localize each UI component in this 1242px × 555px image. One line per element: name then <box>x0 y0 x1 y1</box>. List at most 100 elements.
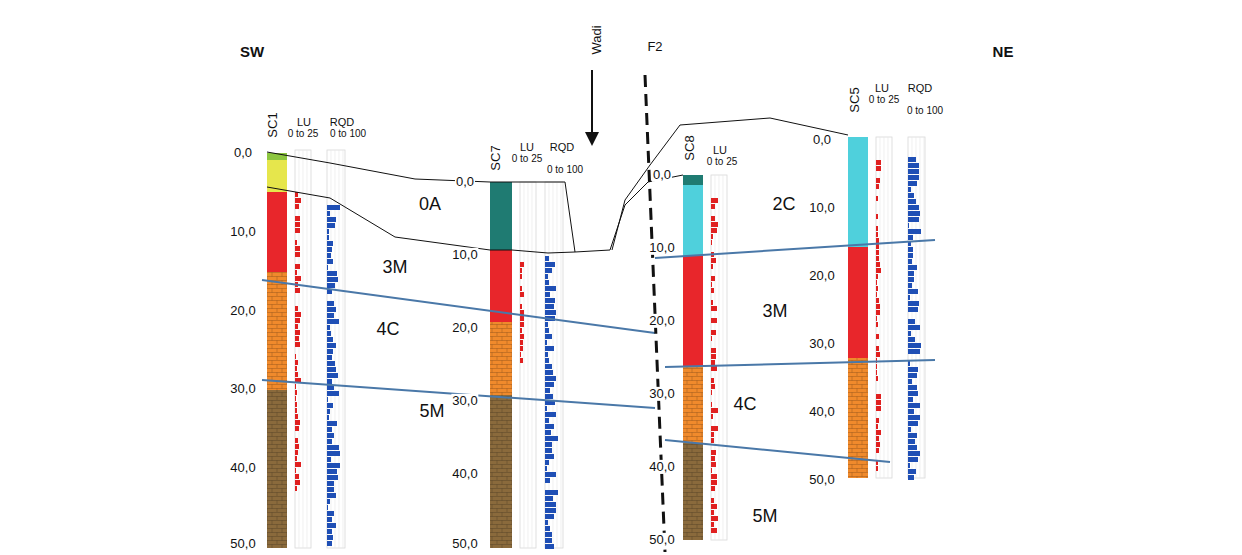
log-bar <box>711 318 717 323</box>
log-bar <box>876 316 877 321</box>
track-header: 0 to 100 <box>330 128 366 139</box>
log-bar <box>545 280 549 285</box>
depth-label: 50,0 <box>648 533 675 547</box>
log-bar <box>295 486 297 491</box>
log-bar <box>327 229 329 234</box>
log-bar <box>545 322 548 327</box>
unit-label-holder: 3M <box>762 302 787 322</box>
log-bar <box>520 304 522 309</box>
log-bar <box>545 406 547 411</box>
unit-boundary <box>262 380 655 408</box>
borehole-name-holder: SC7 <box>489 145 503 170</box>
log-bar <box>711 504 717 509</box>
log-bar <box>295 198 301 203</box>
borehole-columns <box>267 137 868 548</box>
log-bar <box>295 336 299 341</box>
log-bar <box>295 288 300 293</box>
log-bar <box>908 235 913 240</box>
track-header-holder: 0 to 25 <box>288 128 319 139</box>
log-bar <box>327 301 334 306</box>
track-header-holder: LU <box>713 144 727 156</box>
log-bar <box>908 337 915 342</box>
log-bar <box>545 334 552 339</box>
track-header: RQD <box>550 141 574 153</box>
log-bar <box>711 384 715 389</box>
log-bar <box>295 246 300 251</box>
log-bar <box>876 262 880 267</box>
log-bar <box>295 312 301 317</box>
log-bar <box>908 373 917 378</box>
log-bar <box>327 529 332 534</box>
log-bar <box>520 328 522 333</box>
depth-label: 40,0 <box>808 405 835 419</box>
log-bar <box>327 379 332 384</box>
unit-label-holder: 4C <box>376 320 399 340</box>
depth-label-holder: 30,0 <box>451 394 478 408</box>
log-bar <box>327 433 334 438</box>
log-bar <box>327 325 330 330</box>
lithology-segment <box>683 256 703 366</box>
track-frame <box>520 182 536 548</box>
log-bar <box>876 274 878 279</box>
depth-label: 20,0 <box>451 321 478 335</box>
log-bar <box>295 390 297 395</box>
log-bar <box>327 211 330 216</box>
log-bar <box>908 193 914 198</box>
lithology-texture <box>267 390 287 548</box>
track-frame <box>327 150 345 548</box>
log-bar <box>908 397 913 402</box>
log-bar <box>876 166 881 171</box>
track-header-holder: LU <box>520 141 534 153</box>
log-bar <box>545 340 547 345</box>
log-bar <box>295 414 298 419</box>
log-bar <box>908 325 920 330</box>
log-bar <box>876 286 878 291</box>
log-bar <box>545 274 548 279</box>
depth-label: 10,0 <box>229 225 256 239</box>
depth-label-holder: 30,0 <box>648 387 675 401</box>
borehole-name-holder: SC8 <box>683 135 697 160</box>
depth-label-holder: 40,0 <box>229 461 256 475</box>
log-bar <box>908 403 920 408</box>
log-bar <box>520 274 522 279</box>
track-grid <box>888 137 889 478</box>
log-bar <box>327 253 331 258</box>
log-bar <box>295 240 297 245</box>
log-bar <box>327 439 332 444</box>
depth-label: 0,0 <box>652 168 672 182</box>
log-bar <box>908 475 914 480</box>
log-bar <box>295 264 300 269</box>
log-bar <box>876 268 881 273</box>
track-header-holder: 0 to 25 <box>707 156 738 167</box>
track-grid <box>528 182 529 548</box>
log-bar <box>295 354 296 359</box>
log-bar <box>545 490 558 495</box>
log-bar <box>327 493 336 498</box>
track-grid <box>884 137 885 478</box>
track-header: RQD <box>330 116 354 128</box>
log-bar <box>545 364 552 369</box>
depth-label-holder: 30,0 <box>229 382 256 396</box>
log-bar <box>327 421 337 426</box>
log-bar <box>327 319 339 324</box>
depth-label-holder: 20,0 <box>648 314 675 328</box>
depth-label-holder: 10,0 <box>648 241 675 255</box>
lithology-segment <box>683 443 703 540</box>
depth-label-holder: 0,0 <box>652 168 672 182</box>
log-bar <box>545 376 556 381</box>
log-bar <box>876 226 878 231</box>
unit-label: 3M <box>762 302 787 322</box>
depth-label: 50,0 <box>229 537 256 551</box>
unit-label: 5M <box>419 402 444 422</box>
depth-label: 0,0 <box>233 146 253 160</box>
borehole-name-holder: SC1 <box>266 112 280 137</box>
log-bar <box>295 204 299 209</box>
log-bar <box>908 385 917 390</box>
log-bar <box>711 462 716 467</box>
lithology-texture <box>267 272 287 390</box>
log-bar <box>327 511 334 516</box>
log-bar <box>520 262 524 267</box>
log-bar <box>908 259 912 264</box>
log-bar <box>327 445 339 450</box>
